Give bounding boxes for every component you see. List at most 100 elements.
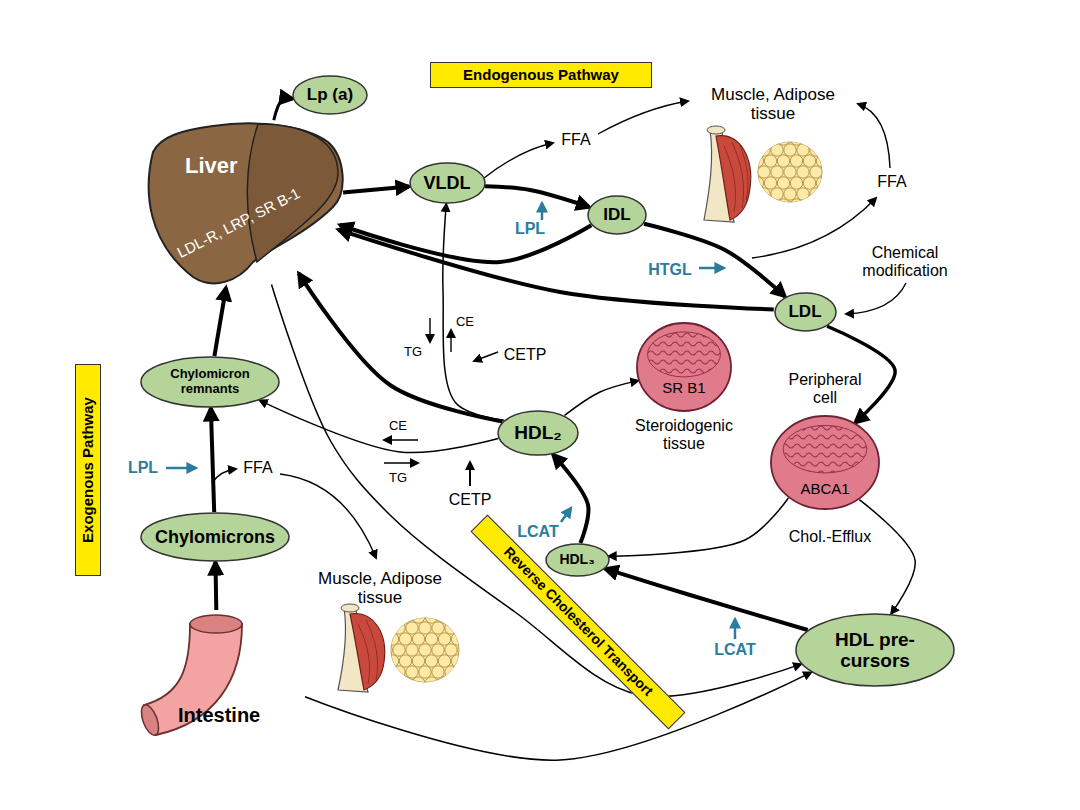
node-label: Endogenous Pathway xyxy=(463,67,619,84)
fat-cell xyxy=(367,622,379,634)
fat-cell xyxy=(823,210,835,222)
fat-cell xyxy=(406,666,418,678)
lipoprotein-oval: LDL xyxy=(774,292,837,332)
fat-cell xyxy=(432,688,444,700)
fat-cell xyxy=(380,644,392,656)
fat-cell xyxy=(732,188,744,200)
cell: SR B1Steroidogenic tissue xyxy=(636,322,732,412)
fat-cell xyxy=(816,199,828,211)
fat-cell xyxy=(797,210,809,222)
fat-cell xyxy=(777,133,789,145)
fat-cell xyxy=(842,177,854,189)
fat-cell xyxy=(745,144,757,156)
fat-cell xyxy=(816,133,828,145)
modification-arrow xyxy=(846,283,906,314)
flow-arrow xyxy=(213,562,218,610)
fat-cell xyxy=(445,600,457,612)
liver-organ-shape xyxy=(133,112,348,292)
flow-arrow xyxy=(644,224,785,297)
node-label: Chylomicrons xyxy=(155,527,275,547)
fat-cell xyxy=(471,688,483,700)
adipose-illustration xyxy=(758,142,822,202)
fat-cell xyxy=(803,155,815,167)
fat-cell xyxy=(732,144,744,156)
fat-cell xyxy=(732,166,744,178)
oval-outline xyxy=(796,614,954,686)
node-label: Chylomicron remnants xyxy=(155,367,265,396)
fat-cell xyxy=(745,210,757,222)
fat-cell xyxy=(373,633,385,645)
fat-cell xyxy=(816,177,828,189)
lipoprotein-oval: Chylomicron remnants xyxy=(140,356,280,408)
flow-arrow xyxy=(271,284,801,696)
fat-cell xyxy=(451,611,463,623)
fat-cell xyxy=(367,666,379,678)
annotation-label: TG xyxy=(404,345,422,359)
fat-cell xyxy=(790,155,802,167)
ffa-arrow xyxy=(858,104,890,168)
fat-cell xyxy=(425,611,437,623)
lipoprotein-oval: HDL₃ xyxy=(545,543,610,577)
fat-cell xyxy=(373,677,385,689)
fat-cell xyxy=(438,633,450,645)
fat-cell xyxy=(432,666,444,678)
flow-arrow xyxy=(343,186,409,192)
node-label: Muscle, Adipose tissue xyxy=(698,85,848,123)
cetp-arrow xyxy=(469,462,471,486)
fat-cell xyxy=(386,655,398,667)
muscle xyxy=(716,136,751,220)
lcat-arrow xyxy=(561,508,571,522)
fat-cell xyxy=(464,655,476,667)
node-label: HDL₂ xyxy=(514,422,562,443)
fat-cell xyxy=(477,633,489,645)
fat-cell xyxy=(412,655,424,667)
lipoprotein-oval: HDL pre-cursors xyxy=(795,613,955,687)
fat-cell xyxy=(751,155,763,167)
flow-arrow xyxy=(211,408,214,512)
fat-cell xyxy=(771,122,783,134)
node-label: HDL pre-cursors xyxy=(810,629,940,672)
fat-cell xyxy=(764,155,776,167)
fat-cell xyxy=(451,655,463,667)
fat-cell xyxy=(803,199,815,211)
fat-cell xyxy=(419,622,431,634)
fat-cell xyxy=(406,622,418,634)
node-label: LDL xyxy=(788,302,821,321)
node-text: SR B1 xyxy=(636,380,732,397)
fat-cell xyxy=(823,122,835,134)
fat-cell xyxy=(758,188,770,200)
fat-cell xyxy=(784,122,796,134)
ffa-arrow xyxy=(598,101,688,134)
fat-cell xyxy=(380,688,392,700)
fat-cell xyxy=(464,611,476,623)
fat-cell xyxy=(771,188,783,200)
fat-cell xyxy=(764,199,776,211)
pathway-banner: Exogenous Pathway xyxy=(75,364,101,576)
annotation-label: CETP xyxy=(449,491,492,509)
fat-cell xyxy=(445,666,457,678)
fat-cell xyxy=(373,655,385,667)
ce-arrow xyxy=(384,439,418,440)
fat-cell xyxy=(732,122,744,134)
fat-cell xyxy=(373,611,385,623)
cell-outline xyxy=(637,323,731,411)
fat-cell xyxy=(438,655,450,667)
flow-arrow xyxy=(338,230,773,310)
fat-cell xyxy=(458,666,470,678)
cell: Peripheral cellABCA1 xyxy=(770,415,880,510)
annotation-label: LCAT xyxy=(517,523,558,541)
fat-cell xyxy=(823,188,835,200)
lipoprotein-oval: Lp (a) xyxy=(292,75,368,115)
node-label: Muscle, Adipose tissue xyxy=(305,569,455,607)
fat-cell xyxy=(810,188,822,200)
intestine-organ: Intestine xyxy=(130,610,305,740)
fat-cell xyxy=(477,611,489,623)
fat-cell xyxy=(751,199,763,211)
fat-cell xyxy=(393,688,405,700)
fat-cell xyxy=(836,144,848,156)
node-text: Liver xyxy=(185,154,238,179)
fat-cell xyxy=(458,622,470,634)
fat-cell xyxy=(399,611,411,623)
ffa-arrow xyxy=(213,469,236,482)
fat-cell xyxy=(836,188,848,200)
